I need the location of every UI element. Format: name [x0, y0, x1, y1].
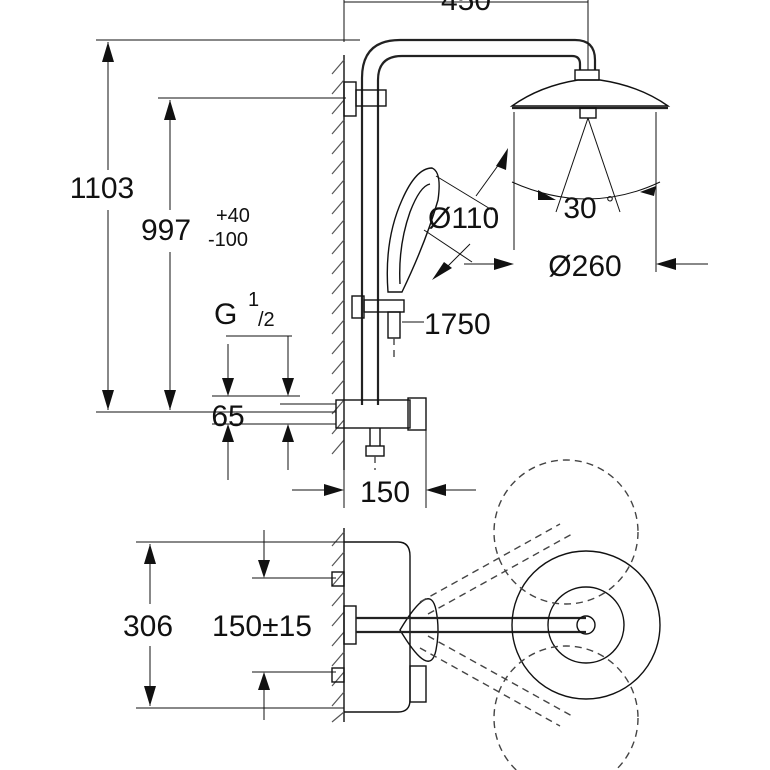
dim-1103: 1103	[70, 39, 360, 413]
riser-pipe	[360, 38, 600, 405]
thread-sup: 1	[248, 289, 259, 311]
shower-arm-top	[343, 598, 586, 662]
dim-450: 450	[343, 0, 589, 70]
dim-150-front-label: 150	[360, 476, 410, 509]
slider-bracket	[351, 295, 405, 360]
shower-head-top	[511, 550, 661, 700]
dim-450-label: 450	[441, 0, 491, 17]
dim-angle-label: 30	[563, 192, 596, 225]
dim-d110-label: Ø110	[428, 202, 499, 235]
swivel-positions	[419, 459, 639, 770]
wall-bracket-top	[343, 81, 387, 117]
spray-angle-lines	[511, 112, 661, 272]
dim-1750: 1750	[402, 308, 491, 341]
dim-150-15-label: 150±15	[212, 610, 312, 643]
overhead-shower-head	[509, 79, 671, 119]
dim-d260: Ø260	[464, 250, 708, 283]
dim-g-half-65: G 1 /2 65	[211, 289, 300, 480]
thermostat-mixer	[280, 397, 427, 470]
dim-997-label: 997	[141, 214, 191, 247]
dim-306: 306	[123, 541, 344, 709]
dim-997: 997 +40 -100	[141, 97, 346, 410]
dim-150-15: 150±15	[212, 530, 336, 720]
dim-d110: Ø110	[428, 148, 508, 280]
dim-angle-degree: °	[606, 193, 614, 215]
wall-front	[331, 55, 345, 470]
wall-top	[331, 528, 345, 723]
mixer-top	[331, 541, 427, 713]
dim-997-minus: -100	[208, 229, 248, 251]
dim-65-label: 65	[211, 400, 244, 433]
dim-1103-label: 1103	[70, 172, 135, 205]
thread-sub: /2	[258, 309, 275, 331]
dim-997-plus: +40	[216, 205, 250, 227]
dim-d260-label: Ø260	[548, 250, 621, 283]
dim-150-front: 150	[292, 400, 476, 509]
dim-1750-label: 1750	[424, 308, 491, 341]
thread-label: G	[214, 298, 237, 331]
dim-306-label: 306	[123, 610, 173, 643]
hand-shower	[386, 167, 493, 293]
dim-angle-30: 30 °	[538, 186, 656, 225]
